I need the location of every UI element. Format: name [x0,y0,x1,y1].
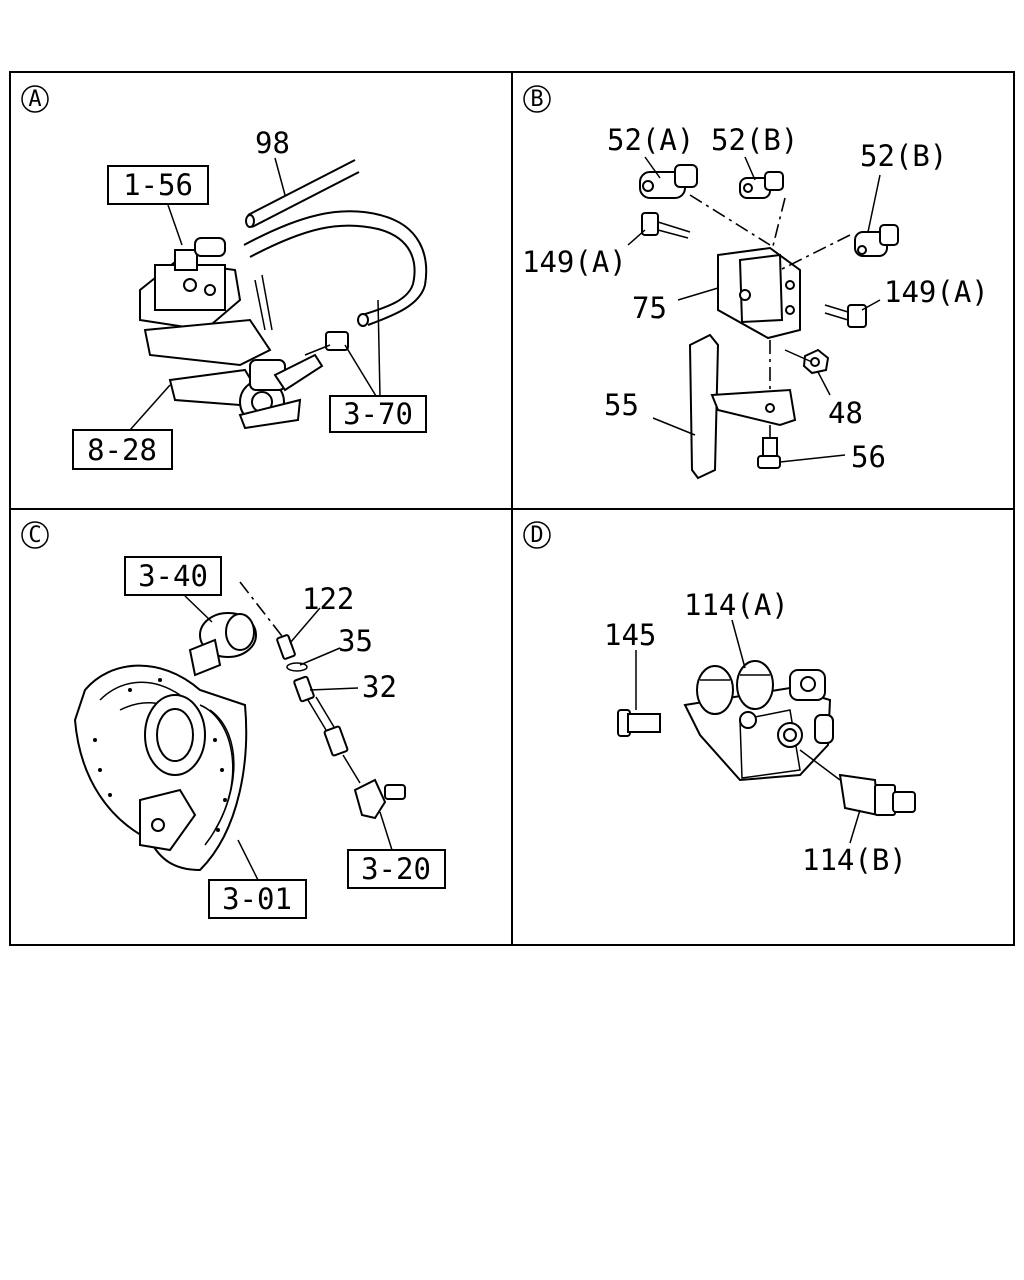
callout-box-8-28 [72,429,173,470]
panel-a-letter: A [28,87,41,112]
panel-a-leaders [129,157,381,431]
callout-75: 75 [632,291,667,325]
looped-tube-drawing [243,210,428,356]
callout-35: 35 [338,624,373,658]
panel-b-letter: B [530,87,543,112]
panel-c-letter: C [28,523,41,548]
panel-d-leaders [635,619,861,844]
callout-52b-right: 52(B) [860,139,947,173]
callout-box-3-20 [347,849,446,889]
panel-a-marker: A [21,85,49,113]
panel-d-marker: D [523,521,551,549]
callout-box-3-40 [124,556,222,596]
callout-149a-right: 149(A) [884,275,989,309]
callout-55: 55 [604,388,639,422]
callout-box-3-01 [208,879,307,919]
panel-a: A [21,85,428,470]
callout-52a: 52(A) [607,123,694,157]
callout-98: 98 [255,126,290,160]
callout-3-40: 3-40 [138,559,208,593]
fitting-chain-drawing [239,581,406,820]
panel-c-leaders [184,595,393,881]
brake-shoe-drawing [73,612,257,872]
panel-c: C [21,521,446,919]
panel-c-marker: C [21,521,49,549]
callout-114b: 114(B) [802,843,907,877]
panel-b-leaders [627,156,881,463]
panel-b: B [522,85,989,480]
panel-d: D [523,521,916,877]
callout-32: 32 [362,670,397,704]
tube-98-drawing [245,159,360,228]
callout-3-20: 3-20 [361,852,431,886]
valve-block-drawing [617,660,916,817]
panel-b-marker: B [523,85,551,113]
callout-114a: 114(A) [684,588,789,622]
callout-3-01: 3-01 [222,882,292,916]
callout-52b-top: 52(B) [711,123,798,157]
callout-122: 122 [302,582,354,616]
diagram-grid [9,71,1015,946]
panel-d-letter: D [530,523,543,548]
callout-48: 48 [828,396,863,430]
callout-145: 145 [604,618,656,652]
valve-assembly-drawing [139,237,324,430]
callout-box-1-56 [107,165,209,205]
callout-56: 56 [851,440,886,474]
callout-8-28: 8-28 [87,433,157,467]
callout-149a-left: 149(A) [522,245,627,279]
bracket-assembly-drawing [639,164,899,480]
callout-box-3-70 [329,395,427,433]
callout-3-70: 3-70 [343,397,413,431]
callout-1-56: 1-56 [123,168,193,202]
